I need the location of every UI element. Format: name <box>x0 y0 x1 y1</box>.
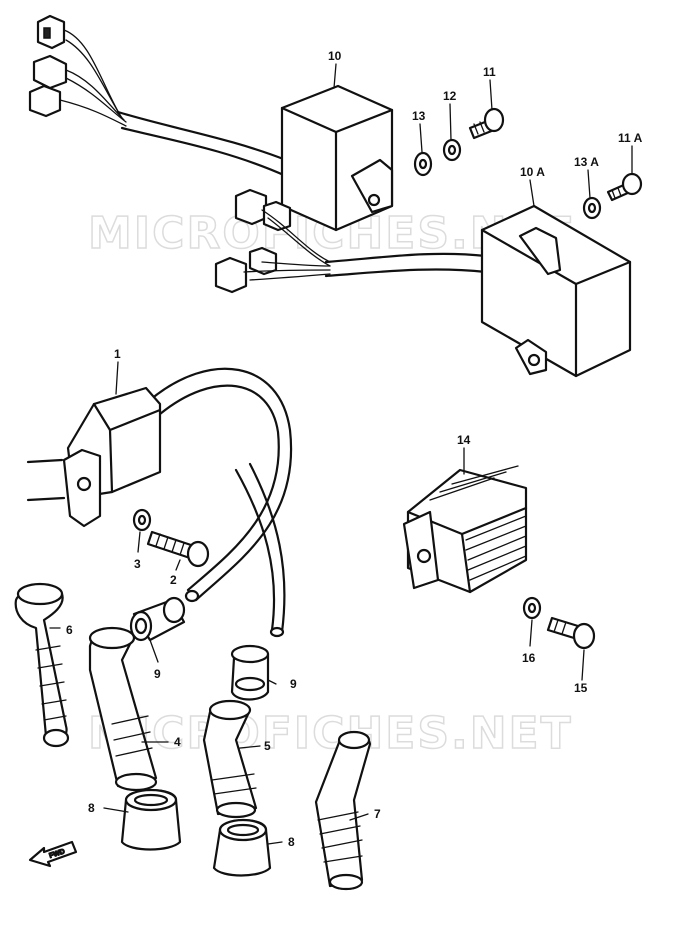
spark-plug-cap-4 <box>88 626 158 792</box>
callout-5: 5 <box>264 739 271 753</box>
spark-plug-cap-5 <box>202 699 258 819</box>
watermark-bottom: MICROFICHES.NET <box>88 708 573 759</box>
washer-12 <box>442 138 462 162</box>
callout-3: 3 <box>134 557 141 571</box>
seal-9-upper <box>129 596 186 642</box>
callout-15: 15 <box>574 681 588 695</box>
spark-plug-cap-6 <box>14 582 70 748</box>
screw-15 <box>546 616 596 650</box>
callout-9a: 9 <box>154 667 161 681</box>
callout-10: 10 <box>328 49 342 63</box>
callout-8a: 8 <box>88 801 95 815</box>
cover-8-right <box>212 818 272 877</box>
spark-plug-cap-7 <box>314 730 372 891</box>
callout-11A: 11 A <box>618 131 643 145</box>
cdi-unit-10A <box>214 188 632 378</box>
washer-16 <box>522 596 542 620</box>
callout-2: 2 <box>170 573 177 587</box>
callout-4: 4 <box>174 735 181 749</box>
callout-10A: 10 A <box>520 165 545 179</box>
callout-16: 16 <box>522 651 536 665</box>
screw-2 <box>146 530 210 568</box>
callout-labels: 10 13 12 11 11 A 10 A 13 A 1 14 3 2 6 9 … <box>66 49 643 849</box>
connector-a <box>36 14 66 50</box>
seal-9-lower <box>230 644 270 701</box>
screw-11A <box>606 172 643 202</box>
callout-13: 13 <box>412 109 426 123</box>
washer-13 <box>413 151 433 177</box>
callout-1: 1 <box>114 347 121 361</box>
callout-12: 12 <box>443 89 457 103</box>
callout-13A: 13 A <box>574 155 599 169</box>
callout-9b: 9 <box>290 677 297 691</box>
connector-c <box>28 84 62 118</box>
cover-8-left <box>120 788 182 851</box>
callout-8b: 8 <box>288 835 295 849</box>
connector-b <box>32 54 68 90</box>
callout-11: 11 <box>483 65 496 79</box>
ignition-coil-1 <box>26 367 293 638</box>
leader-lines <box>49 63 633 845</box>
callout-7: 7 <box>374 807 381 821</box>
washer-13A <box>582 196 602 220</box>
callout-6: 6 <box>66 623 73 637</box>
front-arrow: FWD <box>28 840 78 868</box>
regulator-rectifier-14 <box>402 465 528 594</box>
callout-14: 14 <box>457 433 471 447</box>
cdi-unit-10 <box>28 14 394 232</box>
washer-3 <box>132 508 152 532</box>
cdi-box-10A <box>480 204 632 378</box>
screw-11 <box>468 107 505 140</box>
